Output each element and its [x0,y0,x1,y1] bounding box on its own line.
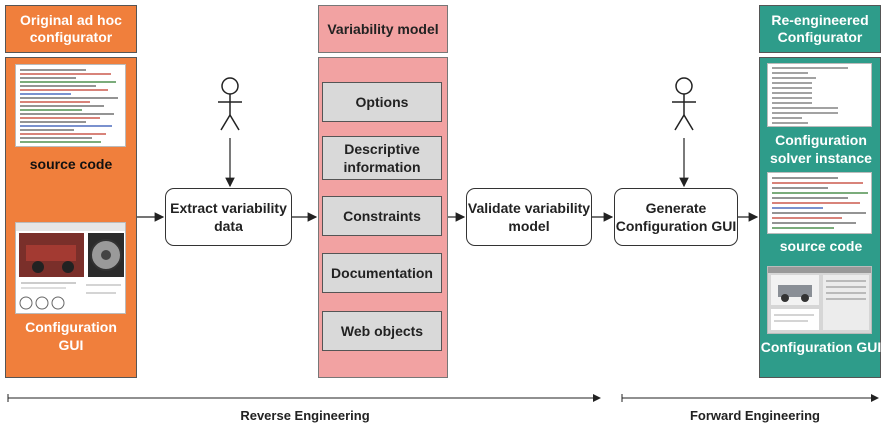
vm-item-web-objects: Web objects [322,311,442,351]
left-source-code-label: source code [29,156,113,172]
extract-variability-data-box: Extract variability data [165,188,292,246]
vm-item-descriptive-information: Descriptive information [322,136,442,180]
right-source-code-thumbnail [767,172,872,234]
generate-configuration-gui-box: Generate Configuration GUI [614,188,738,246]
original-gui-screenshot [16,223,125,310]
right-source-code-label: source code [779,238,863,254]
vm-item-constraints: Constraints [322,196,442,236]
source-code-lines [20,69,118,143]
solver-instance-thumbnail [767,63,872,127]
right-solver-label: Configuration solver instance [770,132,872,166]
original-gui-thumbnail [15,222,126,314]
reverse-engineering-label: Reverse Engineering [240,408,370,423]
right-source-code-lines [772,177,868,229]
variability-model-title-box: Variability model [318,5,448,53]
source-code-thumbnail [15,64,126,147]
generate-label: Generate Configuration GUI [615,200,737,234]
re-engineered-configurator-title: Re-engineered Configurator [771,12,869,45]
person-icon-right [672,77,696,131]
variability-model-title: Variability model [327,21,439,37]
right-gui-label: Configuration GUI [760,339,882,355]
original-configurator-title: Original ad hoc configurator [20,12,122,45]
vm-item-documentation: Documentation [322,253,442,293]
forward-engineering-label: Forward Engineering [689,408,820,423]
original-configurator-title-box: Original ad hoc configurator [5,5,137,53]
left-gui-label: Configuration GUI [25,319,117,353]
re-engineered-configurator-title-box: Re-engineered Configurator [759,5,881,53]
person-icon-left [218,77,242,131]
validate-label: Validate variability model [467,200,591,234]
solver-code-lines [772,67,848,124]
right-gui-screenshot [768,267,871,333]
extract-label: Extract variability data [170,200,287,234]
vm-item-options: Options [322,82,442,122]
right-gui-thumbnail [767,266,872,334]
validate-variability-model-box: Validate variability model [466,188,592,246]
